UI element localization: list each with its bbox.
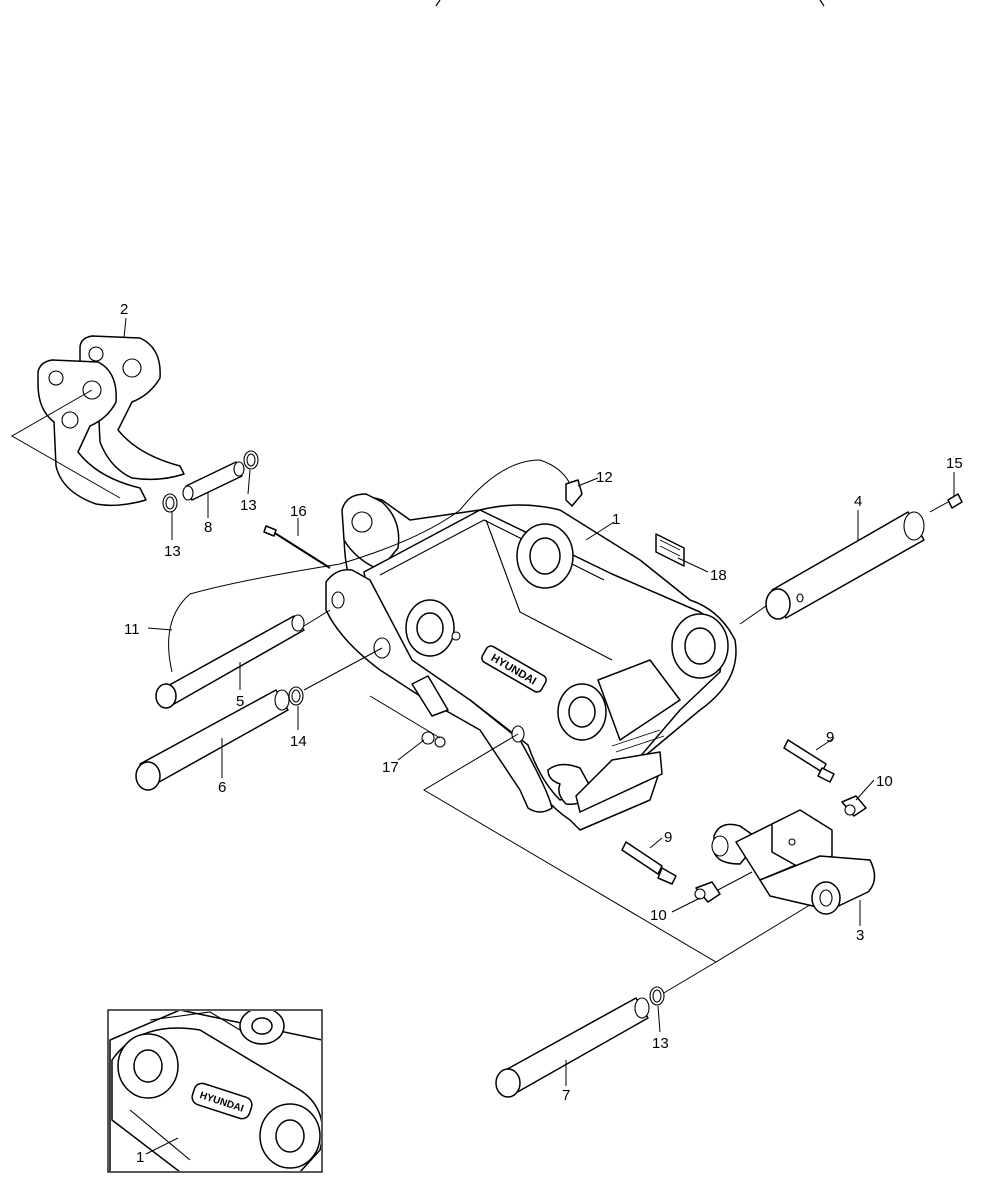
- part-13-retaining-ring-c: [649, 986, 665, 1006]
- callout-14: 14: [290, 733, 307, 750]
- part-7-pin: [495, 997, 650, 1098]
- part-11-wire-rope: [168, 459, 573, 673]
- assembly-leader-pin-7: [423, 733, 819, 963]
- part-2-hook-plates: [10, 335, 185, 507]
- callout-11: 11: [124, 621, 140, 638]
- callout-5: 5: [236, 693, 244, 710]
- callout-13-a: 13: [164, 543, 181, 560]
- callout-1: 1: [612, 511, 620, 528]
- callout-18: 18: [710, 567, 727, 584]
- part-15-grease-fitting: [929, 493, 963, 513]
- part-10-elbow-lower: [694, 871, 753, 903]
- part-13-retaining-ring-a: [162, 493, 178, 513]
- callout-15: 15: [946, 455, 963, 472]
- callout-4: 4: [854, 493, 862, 510]
- inset-detail-view: HYUNDAI 1: [107, 1009, 323, 1173]
- callout-9-lower: 9: [664, 829, 672, 846]
- part-6-pin: [135, 689, 290, 791]
- part-12-clip: [565, 479, 583, 507]
- callout-13-c: 13: [652, 1035, 669, 1052]
- callout-17: 17: [382, 759, 399, 776]
- part-9-fitting-lower: [621, 841, 677, 885]
- part-10-elbow-upper: [841, 795, 867, 817]
- inset-callout-1: 1: [136, 1149, 144, 1166]
- callout-16: 16: [290, 503, 307, 520]
- callout-12: 12: [596, 469, 613, 486]
- part-8-pin: [182, 461, 245, 501]
- callout-6: 6: [218, 779, 226, 796]
- part-1-quick-coupler-body: [325, 493, 737, 831]
- callout-numbers: 1 2 3 4 5 6 7 8 9 9 10 10 11 12 13 13 13…: [120, 301, 963, 1104]
- part-17-nuts: [369, 695, 446, 748]
- part-13-retaining-ring-b: [243, 450, 259, 470]
- callout-3: 3: [856, 927, 864, 944]
- callout-13-b: 13: [240, 497, 257, 514]
- part-4-pin: [739, 511, 925, 625]
- callout-7: 7: [562, 1087, 570, 1104]
- callout-10-upper: 10: [876, 773, 893, 790]
- callout-2: 2: [120, 301, 128, 318]
- callout-8: 8: [204, 519, 212, 536]
- part-14-retaining-ring: [288, 647, 383, 706]
- top-caption-fragment: [435, 0, 825, 7]
- callout-leaders: [123, 317, 955, 1086]
- part-5-pin: [155, 609, 331, 709]
- part-16-bolt: [263, 525, 331, 569]
- callout-9-upper: 9: [826, 729, 834, 746]
- part-9-fitting-upper: [783, 739, 835, 783]
- callout-10-lower: 10: [650, 907, 667, 924]
- part-18-decal: [655, 533, 685, 567]
- part-3-hydraulic-cylinder: [711, 809, 876, 915]
